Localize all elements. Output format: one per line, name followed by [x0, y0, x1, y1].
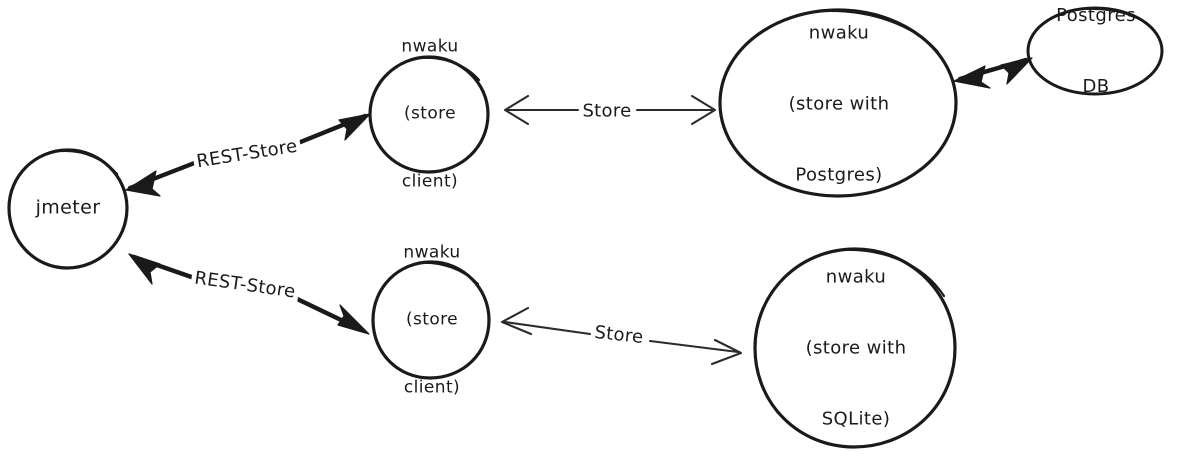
node-nwaku-store-postgres[interactable] — [718, 8, 958, 198]
postgres-db-sketch-overlap — [1086, 7, 1155, 31]
postgres-db-ellipse — [1026, 6, 1164, 96]
arrowhead-toward-jmeter — [125, 170, 161, 197]
store-bottom-line-right — [648, 339, 740, 354]
node-postgres-db[interactable] — [1026, 6, 1164, 96]
nwaku-client-bottom-sketch-overlap — [416, 261, 480, 286]
edge-client-bottom-to-sqlite-node[interactable] — [500, 306, 743, 366]
nwaku-client-top-circle — [368, 55, 490, 174]
nwaku-postgres-sketch-overlap — [824, 9, 940, 54]
store-top-arrowhead-right — [690, 94, 717, 126]
jmeter-circle — [7, 148, 129, 270]
nwaku-client-bottom-circle — [371, 260, 491, 380]
jmeter-circle-sketch-overlap — [60, 149, 119, 176]
nwaku-sqlite-sketch-overlap — [838, 248, 946, 298]
nwaku-postgres-ellipse — [718, 8, 958, 198]
edge-jmeter-to-client-top[interactable] — [125, 113, 371, 197]
node-nwaku-store-client-top[interactable] — [368, 55, 490, 174]
store-top-arrowhead-left — [503, 94, 530, 126]
store-bottom-line-left — [503, 320, 592, 336]
arrowhead-toward-jmeter-bottom — [128, 253, 161, 285]
store-bottom-arrowhead-right — [710, 338, 743, 366]
edge-postgres-node-to-db[interactable] — [953, 57, 1033, 89]
arrowhead-toward-postgres-db — [1000, 57, 1033, 85]
nwaku-client-top-sketch-overlap — [418, 56, 481, 82]
edge-jmeter-to-client-bottom[interactable] — [128, 253, 370, 335]
node-nwaku-store-client-bottom[interactable] — [371, 260, 491, 380]
arrowhead-toward-client-bottom — [337, 304, 370, 335]
node-jmeter[interactable] — [7, 148, 129, 270]
arrowhead-toward-postgres-node — [953, 65, 991, 89]
nwaku-sqlite-circle — [753, 247, 957, 449]
arrowhead-toward-client-top — [338, 113, 371, 141]
edge-client-top-to-postgres-node[interactable] — [503, 94, 717, 126]
node-nwaku-store-sqlite[interactable] — [753, 247, 957, 449]
store-bottom-arrowhead-left — [500, 306, 533, 336]
edge-label-store-top: Store — [579, 100, 635, 122]
